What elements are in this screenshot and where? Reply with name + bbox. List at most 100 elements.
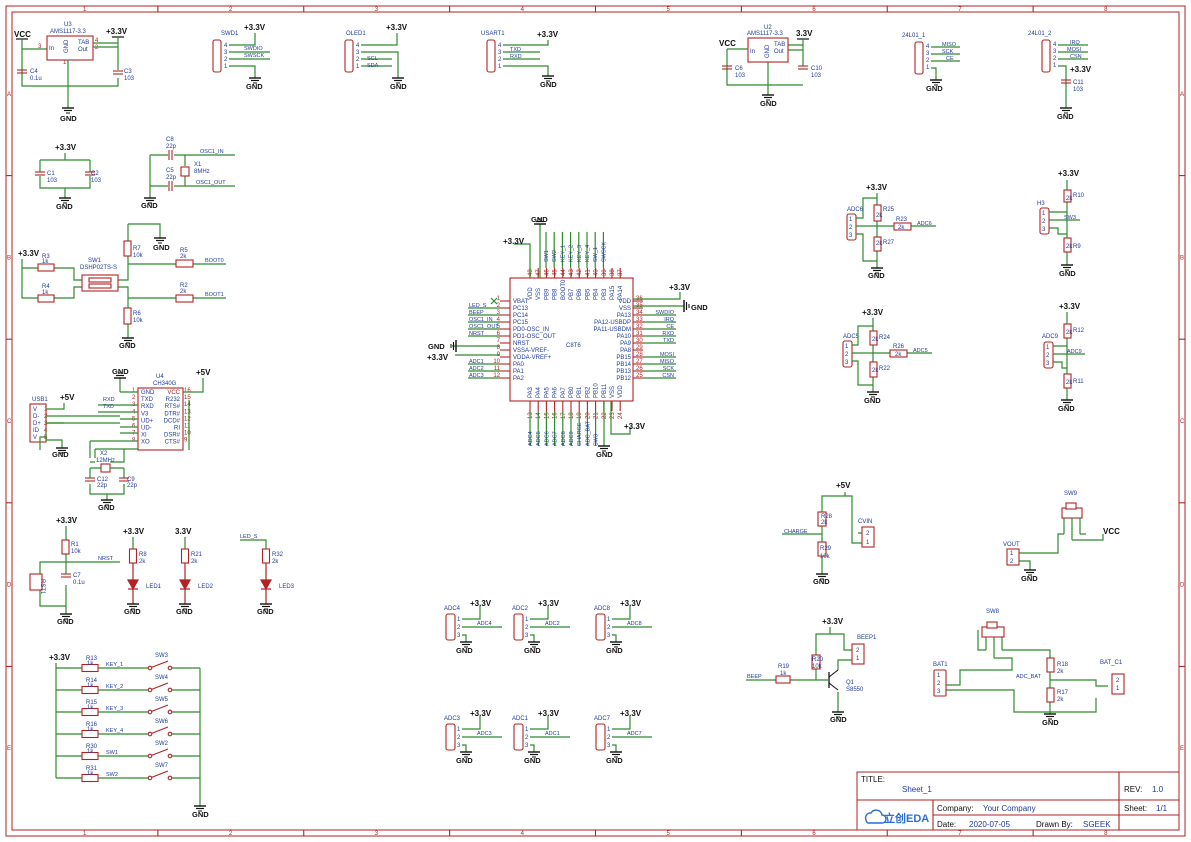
vcc-label: VCC: [14, 30, 31, 39]
mcu-pin-name: NRST: [513, 341, 530, 347]
resistor-value: 1k: [87, 683, 94, 689]
mcu-pin-number: 6: [497, 331, 501, 337]
ground-label: GND: [456, 646, 473, 655]
svg-text:R7: R7: [133, 246, 141, 252]
svg-text:GND: GND: [691, 303, 708, 312]
svg-text:GND: GND: [1058, 404, 1075, 413]
svg-text:SGEEK: SGEEK: [1083, 820, 1111, 829]
mcu-pin-number: 13: [528, 412, 534, 419]
mcu-pin-name: PA12-USBDP: [594, 320, 631, 326]
pin-number: 3: [607, 633, 611, 639]
svg-text:R4: R4: [42, 284, 50, 290]
svg-text:2: 2: [845, 352, 849, 358]
svg-text:2k: 2k: [876, 241, 883, 247]
svg-text:22p: 22p: [127, 483, 138, 489]
svg-text:X1: X1: [194, 162, 202, 168]
svg-text:GND: GND: [153, 243, 170, 252]
svg-text:SW3: SW3: [1064, 215, 1076, 221]
adc-header-body: [513, 723, 524, 751]
mcu-pin-name: PA9: [620, 341, 632, 347]
mcu-pin-number: 3: [497, 310, 501, 316]
svg-text:R11: R11: [1073, 379, 1084, 385]
svg-text:BAT1: BAT1: [933, 662, 948, 668]
supply-label: +3.3V: [620, 599, 642, 608]
svg-text:3: 3: [38, 44, 42, 50]
mcu-pin-name: PA6: [553, 386, 559, 398]
svg-text:GND: GND: [1021, 574, 1038, 583]
led-ref: LED1: [146, 584, 162, 590]
col-label: 2: [229, 7, 233, 13]
usb-pin-number: 2: [44, 414, 48, 420]
svg-text:SW8: SW8: [986, 609, 1000, 615]
svg-text:BEEP: BEEP: [747, 674, 762, 680]
switch-ref: SW6: [155, 719, 169, 725]
resistor-value: 1k: [87, 705, 94, 711]
ch340-pin-name: GND: [141, 390, 155, 396]
mcu-pin-name: PA8: [620, 348, 632, 354]
svg-text:GND: GND: [141, 201, 158, 210]
svg-text:SWDIO: SWDIO: [244, 46, 263, 52]
mcu-pin-name: PB7: [569, 288, 575, 300]
svg-text:2: 2: [1053, 56, 1057, 62]
mcu-pin-name: PA5: [544, 386, 550, 398]
mcu-pin-number: 30: [636, 338, 643, 344]
svg-text:GND: GND: [868, 271, 885, 280]
svg-text:2k: 2k: [898, 225, 905, 231]
svg-text:Out: Out: [78, 47, 88, 53]
mcu-pin-number: 23: [610, 412, 616, 419]
col-label: 1: [83, 7, 87, 13]
usb-pin-name: ID: [33, 428, 40, 434]
mcu-pin-number: 28: [636, 352, 643, 358]
mcu-pin-number: 19: [577, 412, 583, 419]
mcu-pin-name: PC14: [513, 313, 529, 319]
svg-text:2k: 2k: [872, 337, 879, 343]
svg-text:SWSCK: SWSCK: [244, 53, 265, 59]
svg-text:+3.3V: +3.3V: [862, 308, 884, 317]
ch340-pin-name: DTR#: [164, 411, 180, 417]
adc-header-body: [595, 613, 606, 641]
svg-text:+3.3V: +3.3V: [244, 23, 266, 32]
mcu-net-label: SWDIO: [655, 310, 674, 316]
mcu-pin-name: VDD: [618, 299, 631, 305]
mcu-pin-name: PA14: [618, 285, 624, 300]
mcu-pin-number: 26: [636, 366, 643, 372]
svg-text:CH340G: CH340G: [153, 381, 177, 387]
switch-blade-icon: [149, 704, 169, 713]
adc-header-body: [445, 613, 456, 641]
svg-text:R24: R24: [879, 335, 891, 341]
svg-text:TAB: TAB: [78, 40, 89, 46]
pin-number: 1: [525, 727, 529, 733]
supply-label: +3.3V: [620, 709, 642, 718]
svg-text:1: 1: [224, 64, 228, 70]
switch-ref: SW5: [155, 697, 169, 703]
adc-net-label: ADC1: [545, 731, 560, 737]
svg-text:GND: GND: [112, 367, 129, 376]
svg-text:+5V: +5V: [196, 368, 211, 377]
svg-text:3.3V: 3.3V: [796, 29, 813, 38]
adc-wire: [530, 716, 570, 752]
svg-text:C6: C6: [735, 66, 743, 72]
svg-text:R29: R29: [820, 546, 832, 552]
svg-text:0.1u: 0.1u: [30, 76, 42, 82]
svg-text:2k: 2k: [872, 368, 879, 374]
svg-text:VCC: VCC: [719, 39, 736, 48]
svg-text:22p: 22p: [166, 175, 177, 181]
mcu-pin-number: 39: [602, 269, 608, 276]
led-resistor: [128, 548, 138, 564]
svg-text:BAT_C1: BAT_C1: [1100, 660, 1123, 666]
svg-text:+3.3V: +3.3V: [427, 353, 449, 362]
mcu-pin-number: 20: [585, 412, 591, 419]
mcu-pin-number: 25: [636, 373, 643, 379]
svg-text:R23: R23: [896, 217, 908, 223]
mcu-net-label: ADC1: [469, 359, 484, 365]
svg-text:R25: R25: [883, 207, 895, 213]
title-block: TITLE: Sheet_1 REV: 1.0 Company: Your Co…: [856, 771, 1180, 831]
svg-text:RXD: RXD: [510, 54, 522, 60]
ground-label: GND: [124, 607, 141, 616]
mcu-pin-name: PB14: [616, 362, 631, 368]
svg-text:GND: GND: [1042, 718, 1059, 727]
